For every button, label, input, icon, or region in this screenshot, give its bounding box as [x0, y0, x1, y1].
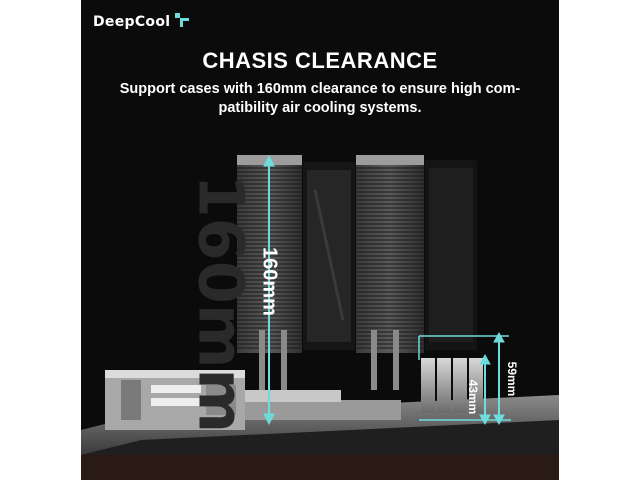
- subtitle-line-2: patibility air cooling systems.: [218, 100, 422, 116]
- deepcool-logo-icon: [175, 13, 189, 27]
- right-fin-stack: [356, 167, 424, 349]
- offset-label: 59mm: [505, 361, 519, 397]
- cpu-cooler-illustration: [81, 154, 559, 480]
- brand-logo-text: DeepCool: [93, 14, 171, 30]
- ram-modules: [421, 358, 483, 413]
- vrm-heatsink: [105, 370, 245, 430]
- watermark-dimension: 160mm: [184, 174, 258, 434]
- height-label: 160mm: [258, 247, 281, 316]
- ram-height-label: 43mm: [466, 379, 480, 415]
- product-banner: DeepCool CHASIS CLEARANCE Support cases …: [81, 0, 559, 480]
- heatpipes: [259, 330, 399, 390]
- subtitle-line-1: Support cases with 160mm clearance to en…: [119, 81, 521, 97]
- subtitle: Support cases with 160mm clearance to en…: [109, 80, 531, 118]
- center-fan: [303, 162, 355, 350]
- rear-fan: [425, 160, 477, 350]
- measurement-lines: [263, 154, 511, 426]
- page-title: CHASIS CLEARANCE: [202, 48, 438, 73]
- right-heatsink-tower: [356, 155, 424, 353]
